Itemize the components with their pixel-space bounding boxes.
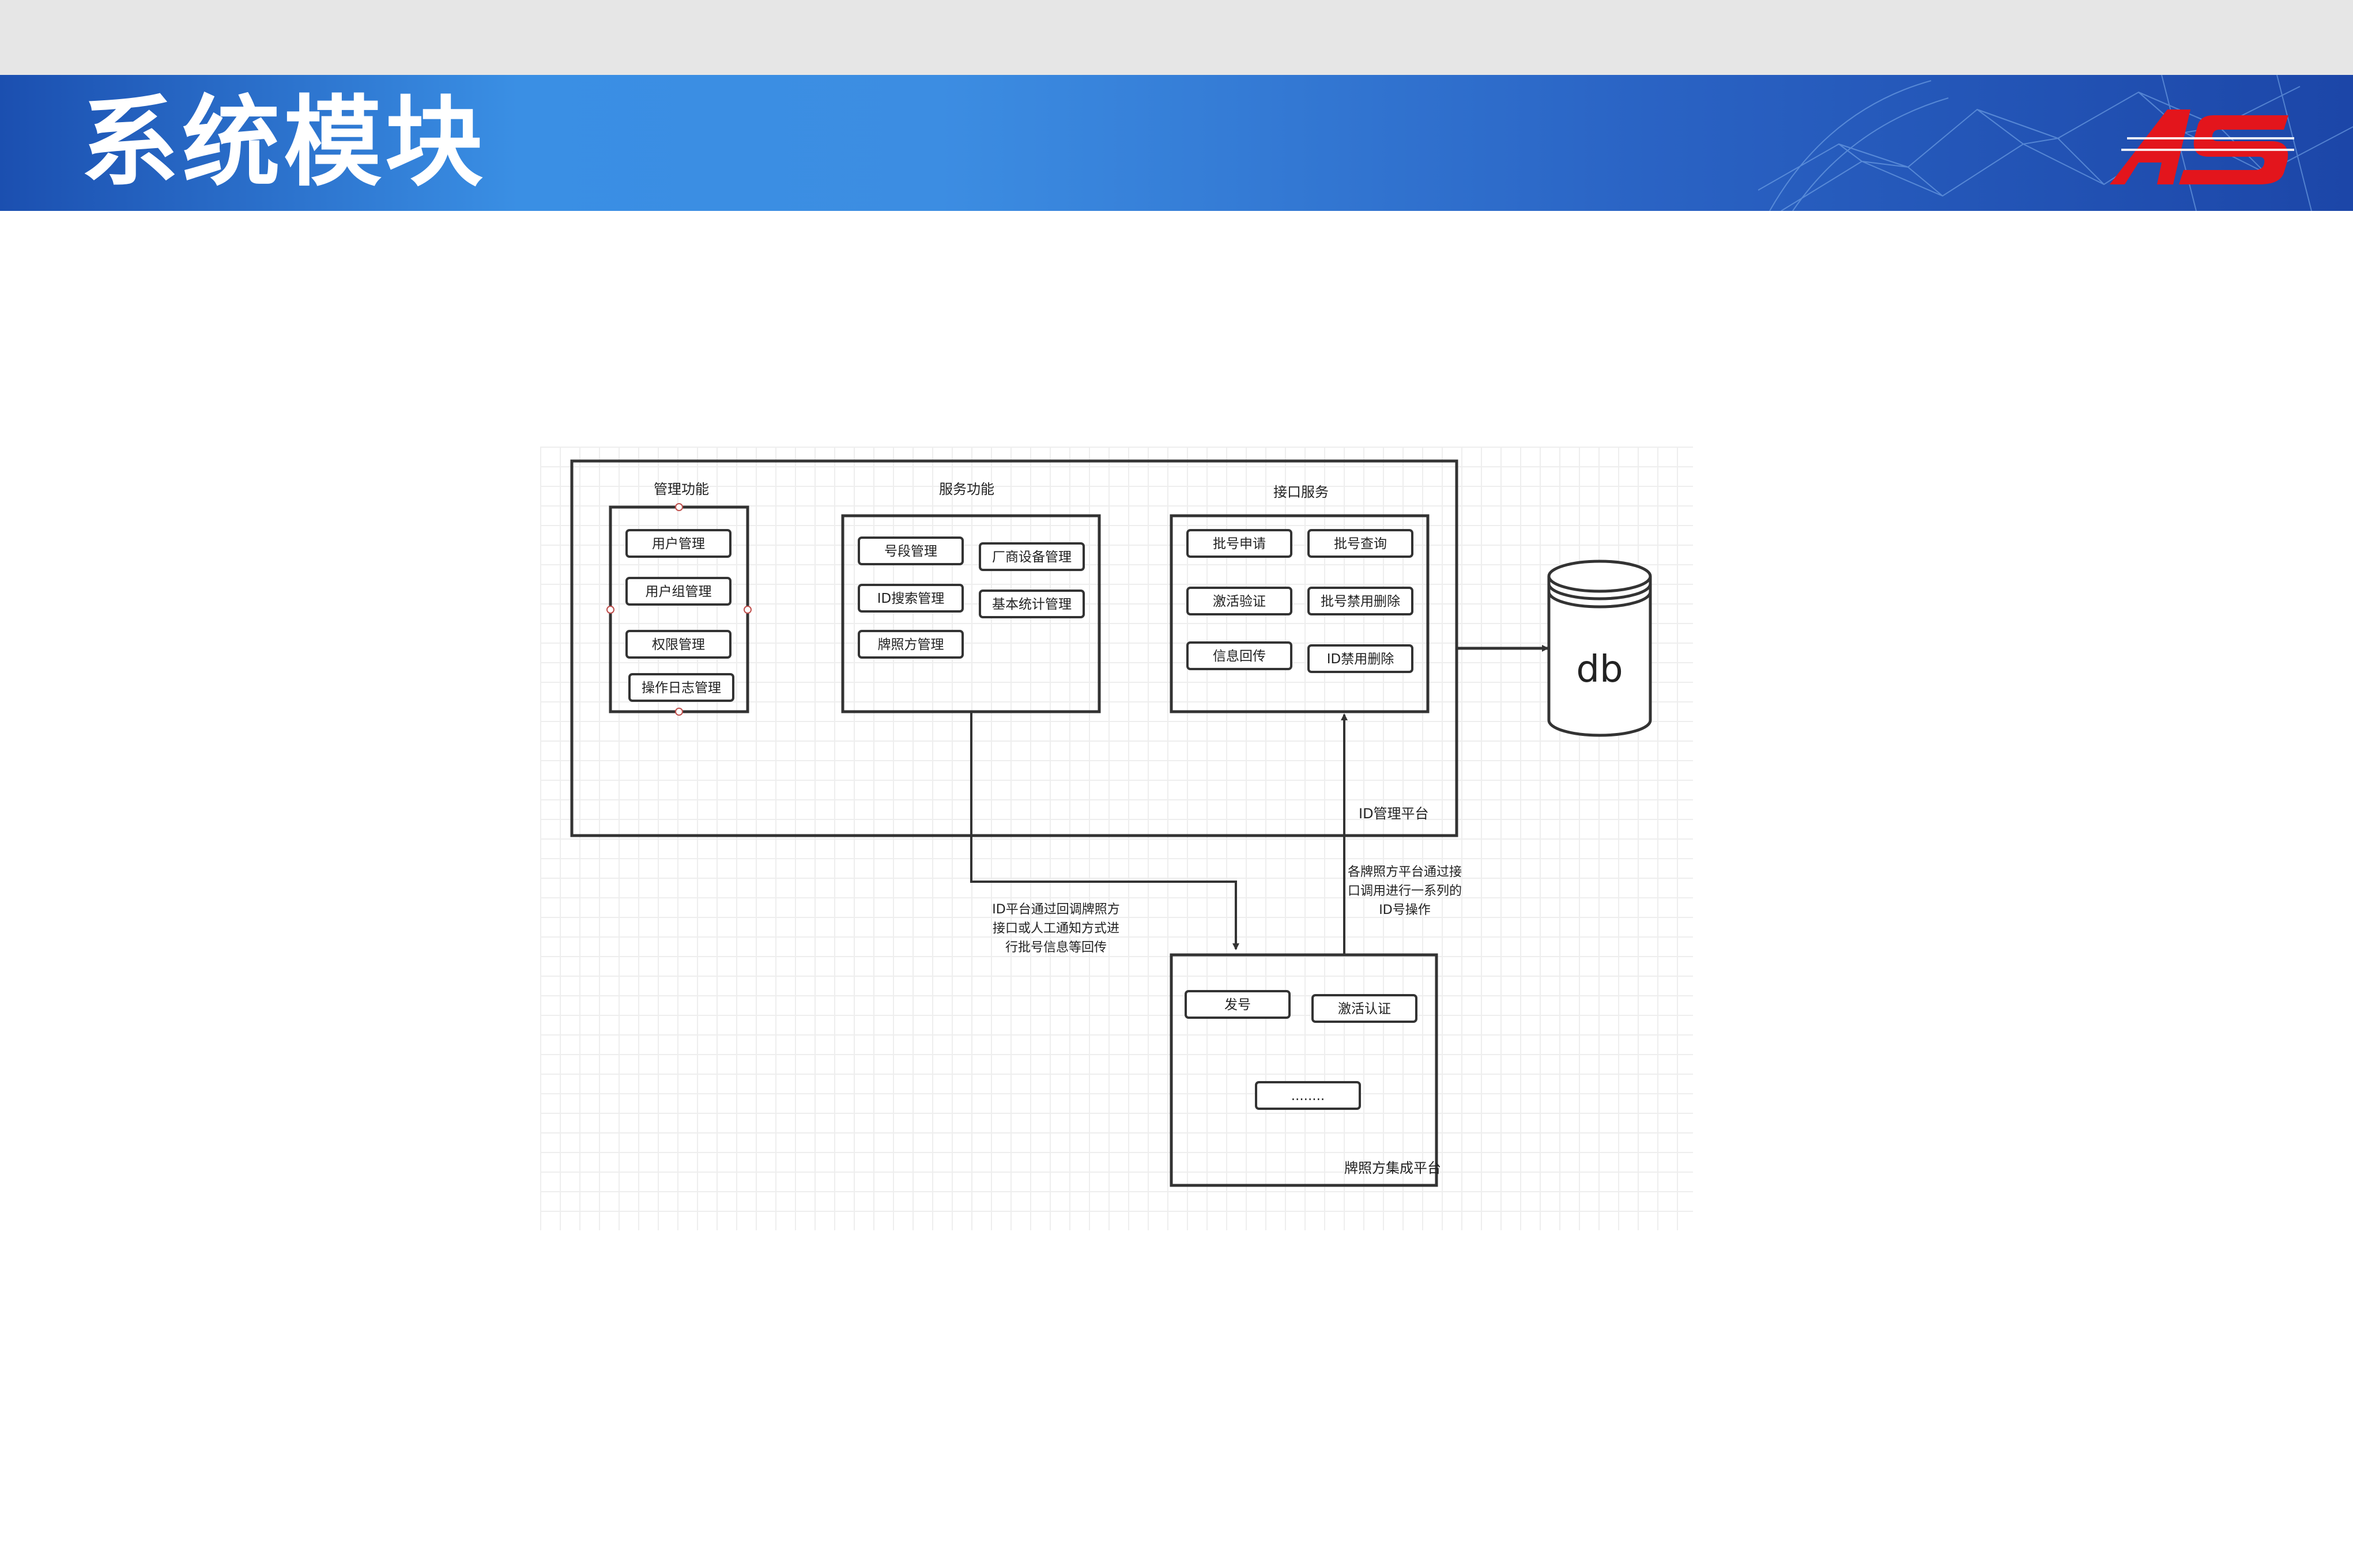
- title-banner: 系统模块: [0, 75, 2353, 211]
- svg-text:批号查询: 批号查询: [1334, 536, 1387, 551]
- management-item-usergroup: 用户组管理: [625, 577, 731, 606]
- svg-text:激活认证: 激活认证: [1338, 1002, 1391, 1017]
- arrow-service-to-integration: [970, 712, 1239, 950]
- handle-top: [675, 503, 683, 511]
- interface-item-id-disable: ID禁用删除: [1307, 644, 1413, 673]
- svg-text:........: ........: [1291, 1089, 1325, 1104]
- svg-text:ID禁用删除: ID禁用删除: [1327, 652, 1394, 667]
- handle-right: [744, 606, 752, 614]
- note-callback-line-1: ID平台通过回调牌照方: [992, 902, 1119, 917]
- note-api-line-2: 口调用进行一系列的: [1348, 884, 1462, 898]
- as-logo: [2110, 109, 2294, 184]
- management-item-oplog: 操作日志管理: [628, 673, 734, 702]
- service-title: 服务功能: [939, 481, 994, 497]
- db-label: db: [1576, 648, 1623, 691]
- integration-platform: [1170, 953, 1438, 1187]
- svg-text:批号申请: 批号申请: [1213, 536, 1266, 551]
- integration-item-more: ........: [1255, 1081, 1361, 1110]
- svg-text:厂商设备管理: 厂商设备管理: [992, 550, 1072, 565]
- note-api-line-1: 各牌照方平台通过接: [1348, 865, 1462, 879]
- svg-text:发号: 发号: [1224, 998, 1251, 1012]
- management-item-permission: 权限管理: [625, 630, 731, 659]
- architecture-diagram: ID管理平台 管理功能 用户管理 用户组管理 权限管理 操作日志管理 服务功能 …: [540, 447, 1693, 1230]
- svg-text:激活验证: 激活验证: [1213, 594, 1266, 609]
- service-item-id-search: ID搜索管理: [858, 584, 964, 613]
- note-callback-line-2: 接口或人工通知方式进: [993, 921, 1119, 936]
- svg-text:权限管理: 权限管理: [652, 637, 705, 652]
- integration-item-activation-auth: 激活认证: [1311, 994, 1417, 1023]
- top-gray-strip: [0, 0, 2353, 75]
- svg-text:操作日志管理: 操作日志管理: [642, 681, 721, 696]
- svg-text:ID搜索管理: ID搜索管理: [877, 591, 945, 606]
- management-title: 管理功能: [654, 481, 709, 497]
- db-cylinder: [1547, 560, 1652, 737]
- service-item-vendor-device: 厂商设备管理: [979, 542, 1085, 571]
- network-decoration: [1758, 75, 2353, 211]
- integration-platform-label: 牌照方集成平台: [1344, 1160, 1441, 1176]
- service-item-licensee: 牌照方管理: [858, 630, 964, 659]
- service-item-statistics: 基本统计管理: [979, 590, 1085, 618]
- slide-title: 系统模块: [81, 86, 487, 200]
- note-callback-line-3: 行批号信息等回传: [1005, 940, 1107, 955]
- svg-text:基本统计管理: 基本统计管理: [992, 597, 1072, 612]
- interface-item-info-return: 信息回传: [1186, 641, 1292, 670]
- interface-item-batch-disable: 批号禁用删除: [1307, 587, 1413, 615]
- note-api-line-3: ID号操作: [1379, 903, 1430, 917]
- interface-item-batch-query: 批号查询: [1307, 529, 1413, 558]
- interface-item-batch-apply: 批号申请: [1186, 529, 1292, 558]
- svg-text:牌照方管理: 牌照方管理: [878, 637, 944, 652]
- interface-title: 接口服务: [1273, 484, 1329, 500]
- interface-group: [1170, 514, 1430, 713]
- svg-text:用户组管理: 用户组管理: [646, 584, 712, 599]
- svg-text:号段管理: 号段管理: [884, 544, 937, 559]
- svg-text:信息回传: 信息回传: [1213, 649, 1266, 664]
- handle-bottom: [675, 708, 683, 716]
- interface-item-activation-verify: 激活验证: [1186, 587, 1292, 615]
- integration-item-issue: 发号: [1185, 990, 1291, 1019]
- management-item-user: 用户管理: [625, 529, 731, 558]
- id-platform-label: ID管理平台: [1359, 806, 1429, 822]
- handle-left: [606, 606, 614, 614]
- svg-text:批号禁用删除: 批号禁用删除: [1321, 594, 1400, 609]
- service-item-segment: 号段管理: [858, 536, 964, 565]
- svg-text:用户管理: 用户管理: [652, 536, 705, 551]
